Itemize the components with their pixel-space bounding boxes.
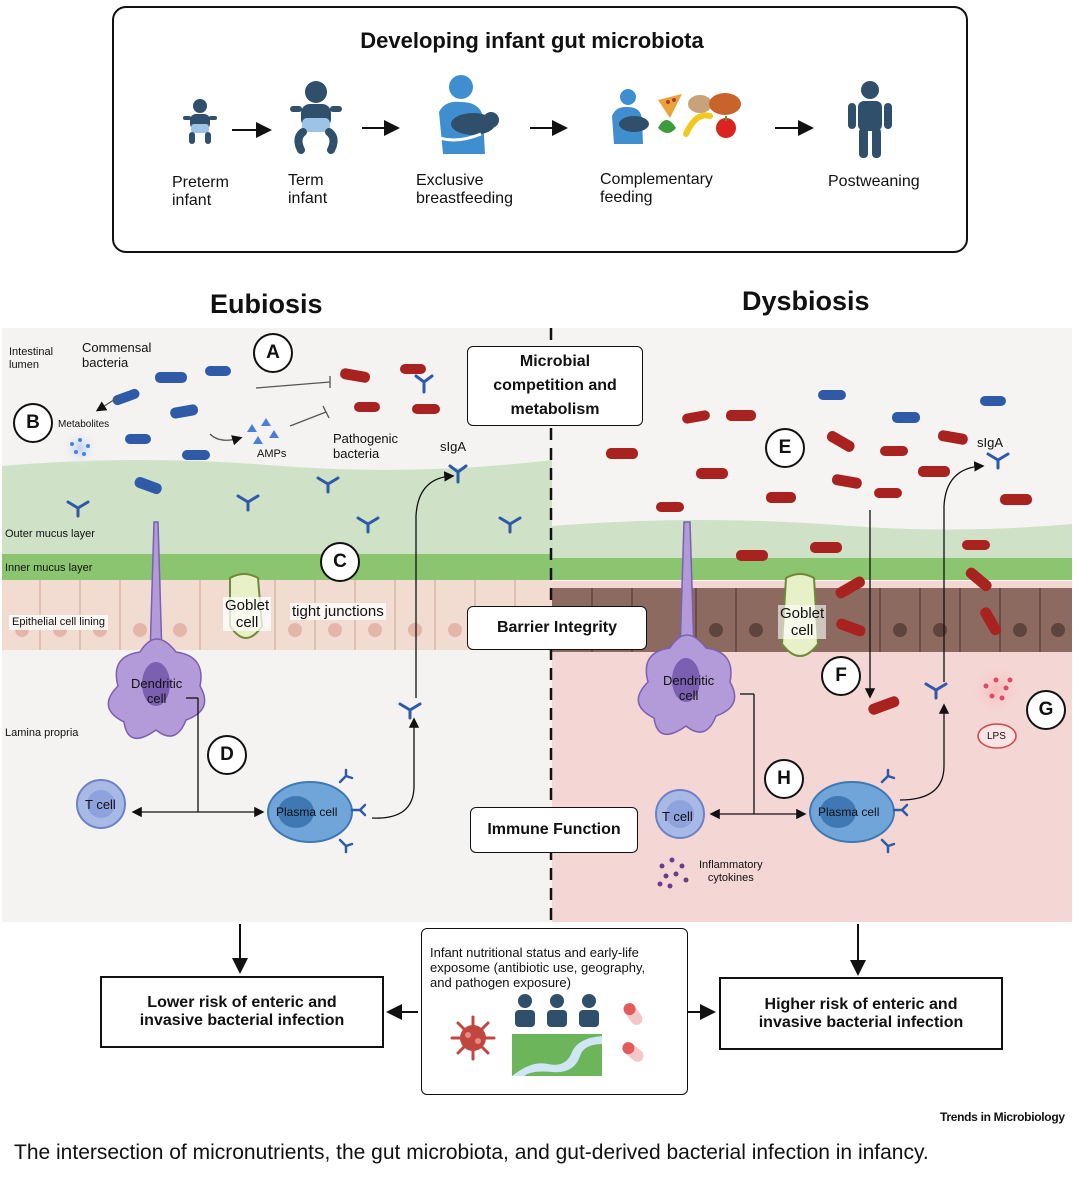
- bottom-arrows: [232, 924, 866, 1020]
- label-commensal-bacteria: Commensal bacteria: [82, 340, 152, 370]
- dysbiosis-title: Dysbiosis: [742, 286, 870, 316]
- label-pathogenic-bacteria: Pathogenic bacteria: [333, 431, 399, 461]
- breastfeeding-icon: [430, 75, 499, 154]
- antibiotic-pill-icon: [622, 1003, 644, 1062]
- microbial-competition-box: Microbial competition and metabolism: [467, 346, 643, 426]
- marker-f: F: [821, 656, 861, 696]
- figure-caption: The intersection of micronutrients, the …: [14, 1141, 929, 1164]
- child-icon: [848, 81, 892, 158]
- exposome-text: Infant nutritional status and early-life…: [430, 945, 646, 990]
- label-dendritic-cell-dysbiosis: Dendritic cell: [663, 673, 715, 703]
- geography-landscape-icon: [512, 1034, 602, 1076]
- higher-risk-box: Higher risk of enteric and invasive bact…: [719, 977, 1003, 1050]
- label-inflammatory-cytokines: Inflammatory cytokines: [699, 859, 763, 884]
- marker-c: C: [320, 542, 360, 582]
- barrier-integrity-box: Barrier Integrity: [467, 606, 647, 650]
- label-amps: AMPs: [257, 448, 287, 460]
- label-plasma-cell: Plasma cell: [276, 805, 338, 819]
- label-siga: sIgA: [440, 439, 467, 454]
- term-infant-icon: [290, 81, 342, 154]
- immune-function-box: Immune Function: [470, 807, 638, 853]
- marker-a: A: [253, 333, 293, 373]
- label-metabolites: Metabolites: [58, 419, 110, 430]
- label-t-cell: T cell: [85, 797, 116, 812]
- label-dendritic-cell: Dendritic cell: [131, 676, 183, 706]
- label-inner-mucus: Inner mucus layer: [5, 562, 93, 574]
- lower-risk-box: Lower risk of enteric and invasive bacte…: [100, 976, 384, 1048]
- stage-label-postweaning: Postweaning: [828, 173, 920, 190]
- marker-b: B: [13, 403, 53, 443]
- top-panel-title: Developing infant gut microbiota: [360, 28, 704, 53]
- label-lps: LPS: [987, 731, 1006, 742]
- marker-d: D: [207, 735, 247, 775]
- eubiosis-title: Eubiosis: [210, 289, 323, 319]
- virus-icon: [450, 1015, 496, 1061]
- marker-g: G: [1026, 690, 1066, 730]
- label-intestinal-lumen: Intestinal lumen: [9, 346, 54, 371]
- complementary-feeding-icon: [612, 89, 741, 144]
- label-epithelial-lining: Epithelial cell lining: [9, 615, 108, 630]
- label-goblet-cell-dysbiosis: Goblet cell: [778, 605, 827, 639]
- journal-credit: Trends in Microbiology: [940, 1110, 1065, 1124]
- stage-label-preterm: Preterm infant: [172, 174, 229, 209]
- marker-h: H: [764, 759, 804, 799]
- label-plasma-cell-dysbiosis: Plasma cell: [818, 805, 880, 819]
- label-tight-junctions: tight junctions: [290, 603, 386, 620]
- marker-e: E: [765, 428, 805, 468]
- stage-arrows: [232, 120, 814, 138]
- people-icon: [515, 994, 599, 1027]
- stage-label-complementary: Complementary feeding: [600, 171, 713, 206]
- stage-label-breastfeeding: Exclusive breastfeeding: [416, 172, 513, 207]
- label-outer-mucus: Outer mucus layer: [5, 528, 95, 540]
- label-lamina-propria: Lamina propria: [5, 727, 79, 739]
- stage-label-term: Term infant: [288, 172, 328, 207]
- label-goblet-cell: Goblet cell: [223, 597, 272, 631]
- label-siga-dysbiosis: sIgA: [977, 435, 1004, 450]
- label-t-cell-dysbiosis: T cell: [662, 809, 693, 824]
- preterm-infant-icon: [183, 99, 217, 144]
